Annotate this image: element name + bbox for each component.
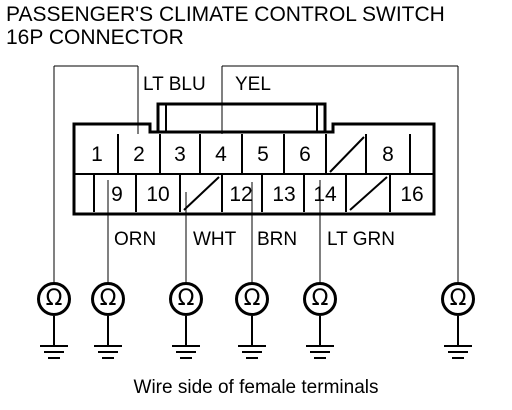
wire-label-yel: YEL: [234, 74, 272, 95]
ohmmeter-icon: Ω: [303, 282, 337, 316]
ohmmeter-icon: Ω: [441, 282, 475, 316]
ground-symbol-2: [94, 316, 122, 359]
pin-1: 1: [91, 143, 103, 166]
pin-6: 6: [299, 143, 311, 166]
pin-8: 8: [382, 143, 394, 166]
ground-symbol-5: [306, 316, 334, 359]
title-line-1: PASSENGER'S CLIMATE CONTROL SWITCH: [6, 3, 445, 26]
ground-symbol-4: [238, 316, 266, 359]
ohmmeter-icon: Ω: [91, 282, 125, 316]
wire-label-orn: ORN: [113, 229, 158, 250]
pin-9: 9: [111, 183, 123, 206]
ground-symbol-1: [40, 316, 68, 359]
wire-label-lt-blu: LT BLU: [142, 74, 207, 95]
pin-14: 14: [313, 183, 337, 206]
ground-symbol-3: [172, 316, 200, 359]
ohmmeter-icon: Ω: [37, 282, 71, 316]
pin-16: 16: [400, 183, 424, 206]
caption: Wire side of female terminals: [133, 377, 379, 398]
ground-symbol-6: [444, 316, 472, 359]
pin-4: 4: [215, 143, 227, 166]
ohmmeter-icon: Ω: [169, 282, 203, 316]
pin-2: 2: [133, 143, 145, 166]
pin-12: 12: [229, 183, 253, 206]
wire-label-wht: WHT: [192, 229, 238, 250]
ohmmeter-icon: Ω: [235, 282, 269, 316]
pin-3: 3: [174, 143, 186, 166]
wire-label-lt-grn: LT GRN: [326, 229, 396, 250]
pin-10: 10: [146, 183, 170, 206]
title-line-2: 16P CONNECTOR: [6, 26, 184, 49]
pin-13: 13: [272, 183, 296, 206]
wire-label-brn: BRN: [256, 229, 299, 250]
pin-5: 5: [257, 143, 269, 166]
